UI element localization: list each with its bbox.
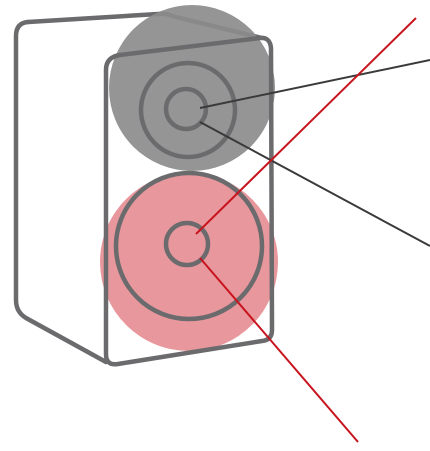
lower-leader-line-down — [200, 258, 358, 442]
lower-driver-highlight — [100, 173, 278, 351]
cabinet-side-panel — [16, 22, 106, 362]
